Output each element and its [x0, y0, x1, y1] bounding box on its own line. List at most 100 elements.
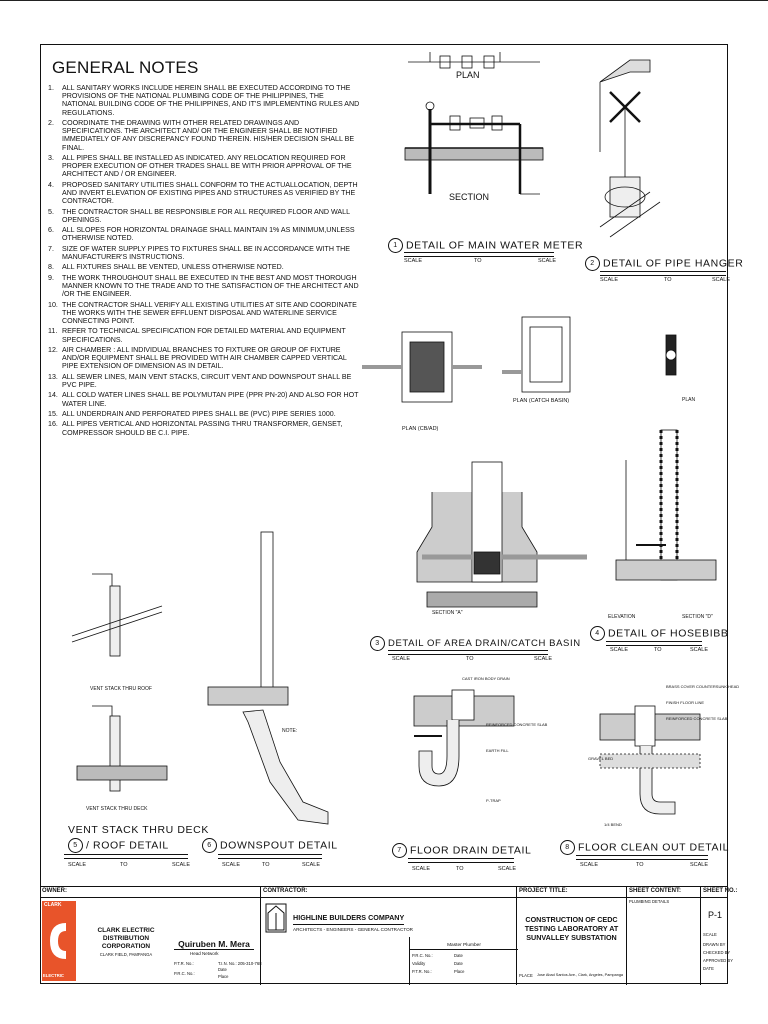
plumber-place: Place: [454, 969, 465, 974]
contractor-heading: CONTRACTOR:: [263, 888, 308, 894]
general-note-5: 5.THE CONTRACTOR SHALL BE RESPONSIBLE FO…: [48, 208, 360, 224]
detail-8-number: 8: [560, 840, 575, 855]
general-note-1: 1.ALL SANITARY WORKS INCLUDE HEREIN SHAL…: [48, 84, 360, 117]
detail-4-underline: [606, 641, 702, 646]
plumber-ptr: P.T.R. No.:: [412, 969, 432, 974]
general-note-number: 9.: [48, 273, 54, 282]
detail-8-underline: [576, 855, 708, 860]
project-title-line-3: SUNVALLEY SUBSTATION: [526, 933, 617, 942]
section-a-label: SECTION "A": [432, 610, 463, 616]
general-note-text: PROPOSED SANITARY UTILITIES SHALL CONFOR…: [62, 180, 358, 206]
detail-2-underline: [600, 271, 726, 276]
floor-drain-ptrap-label: P-TRAP: [486, 798, 501, 803]
general-note-9: 9. THE WORK THROUGHOUT SHALL BE EXECUTED …: [48, 274, 360, 299]
owner-tin: T.I.N. No.: 205-310-768: [218, 961, 262, 966]
general-note-7: 7. SIZE OF WATER SUPPLY PIPES TO FIXTURES…: [48, 245, 360, 261]
general-note-number: 14.: [48, 391, 58, 400]
tb-date-label: DATE: [703, 966, 714, 971]
downspout-drawing: [207, 531, 329, 825]
plan-catch-basin-label: PLAN (CATCH BASIN): [513, 398, 570, 404]
detail-5-underline: [64, 854, 188, 859]
detail-3-to: TO: [466, 656, 474, 662]
general-note-6: 6.ALL SLOPES FOR HORIZONTAL DRAINAGE SHA…: [48, 226, 360, 242]
detail-7-scale: SCALE: [412, 866, 431, 872]
logo-text-bottom: ELECTRIC: [43, 973, 64, 978]
detail-3-scale: SCALE: [392, 656, 411, 662]
detail-6-title-text: DOWNSPOUT DETAIL: [220, 839, 338, 852]
sheet-number: P-1: [707, 910, 722, 920]
detail-6-scale-end: SCALE: [302, 862, 321, 868]
project-heading: PROJECT TITLE:: [519, 888, 568, 894]
general-note-text: ALL SEWER LINES, MAIN VENT STACKS, CIRCU…: [62, 372, 352, 389]
general-note-number: 3.: [48, 154, 54, 162]
owner-name: CLARK ELECTRIC DISTRIBUTION CORPORATION …: [80, 927, 172, 959]
floor-drain-earth-label: EARTH FILL: [486, 748, 509, 753]
owner-person-name: Quiruben M. Mera: [174, 939, 254, 950]
contractor-cell: CONTRACTOR: HIGHLINE BUILDERS COMPANY AR…: [260, 887, 518, 985]
general-note-number: 5.: [48, 207, 54, 216]
detail-2-number: 2: [585, 256, 600, 271]
vent-stack-deck-caption: VENT STACK THRU DECK: [86, 806, 148, 812]
vent-stack-roof-caption: VENT STACK THRU ROOF: [90, 686, 152, 692]
general-note-text: SIZE OF WATER SUPPLY PIPES TO FIXTURES S…: [62, 244, 351, 261]
vent-stack-drawing: [71, 573, 168, 792]
master-plumber-box: Master Plumber P.R.C. No.: Validity P.T.…: [409, 937, 518, 985]
general-note-text: ALL PIPES SHALL BE INSTALLED AS INDICATE…: [62, 154, 352, 179]
detail-6-scale: SCALE: [222, 862, 241, 868]
detail-1-scale-end: SCALE: [538, 258, 557, 264]
detail-5-to: TO: [120, 862, 128, 868]
general-note-12: 12. AIR CHAMBER : ALL INDIVIDUAL BRANCHES…: [48, 346, 360, 371]
detail-7-number: 7: [392, 843, 407, 858]
general-note-11: 11.REFER TO TECHNICAL SPECIFICATION FOR …: [48, 327, 360, 343]
general-note-number: 7.: [48, 244, 54, 253]
general-note-10: 10.THE CONTRACTOR SHALL VERIFY ALL EXIST…: [48, 301, 360, 326]
project-title: CONSTRUCTION OF CEDC TESTING LABORATORY …: [517, 915, 626, 942]
detail-5-scale-end: SCALE: [172, 862, 191, 868]
detail-4-title-text: DETAIL OF HOSEBIBB: [608, 627, 729, 640]
downspout-note: NOTE:: [282, 728, 298, 734]
detail-5-number: 5: [68, 838, 83, 853]
sheet-content-heading: SHEET CONTENT:: [629, 888, 682, 894]
catch-basin-drawing: [362, 316, 587, 608]
owner-name-line-2: DISTRIBUTION CORPORATION: [101, 935, 151, 950]
general-notes-title: GENERAL NOTES: [52, 58, 199, 77]
tb-checked-label: CHECKED BY: [703, 950, 731, 955]
general-note-text: AIR CHAMBER : ALL INDIVIDUAL BRANCHES TO…: [62, 345, 347, 371]
logo-text-top: CLARK: [44, 902, 62, 908]
general-notes-list: 1.ALL SANITARY WORKS INCLUDE HEREIN SHAL…: [48, 84, 360, 439]
general-note-number: 1.: [48, 84, 54, 92]
cleanout-slab-label: REINFORCED CONCRETE SLAB: [666, 716, 728, 721]
general-note-text: ALL PIPES VERTICAL AND HORIZONTAL PASSIN…: [62, 420, 343, 437]
detail-5-title-line-1: VENT STACK THRU DECK: [68, 824, 209, 836]
general-note-number: 12.: [48, 345, 58, 354]
hosebibb-plan-label: PLAN: [682, 397, 696, 403]
contractor-subtitle: ARCHITECTS - ENGINEERS - GENERAL CONTRAC…: [293, 927, 413, 932]
plan-cb-label: PLAN (CB/AD): [402, 426, 439, 432]
owner-ptr: P.T.R. No.:: [174, 961, 194, 966]
general-note-text: COORDINATE THE DRAWING WITH OTHER RELATE…: [62, 119, 355, 152]
general-note-number: 13.: [48, 372, 58, 381]
plumber-validity: Validity: [412, 961, 426, 966]
floor-drain-slab-label: REINFORCED CONCRETE SLAB: [486, 722, 548, 727]
hosebibb-section-d-label: SECTION "D": [682, 614, 713, 620]
floor-drain-cast-iron-label: CAST IRON BODY DRAIN: [462, 676, 510, 681]
project-cell: PROJECT TITLE: CONSTRUCTION OF CEDC TEST…: [516, 887, 626, 985]
general-note-4: 4. PROPOSED SANITARY UTILITIES SHALL CONF…: [48, 181, 360, 206]
general-note-text: ALL FIXTURES SHALL BE VENTED, UNLESS OTH…: [62, 263, 284, 272]
plumber-date-2: Date: [454, 961, 463, 966]
detail-2-scale: SCALE: [600, 277, 619, 283]
highline-logo: [265, 903, 287, 933]
general-note-text: THE WORK THROUGHOUT SHALL BE EXECUTED IN…: [62, 273, 359, 299]
owner-heading: OWNER:: [42, 888, 67, 894]
general-note-number: 4.: [48, 180, 54, 189]
project-title-line-1: CONSTRUCTION OF CEDC: [525, 915, 618, 924]
general-note-number: 10.: [48, 300, 58, 309]
general-note-8: 8.ALL FIXTURES SHALL BE VENTED, UNLESS O…: [48, 263, 360, 271]
detail-4-to: TO: [654, 647, 662, 653]
floor-drain-drawing: [413, 689, 515, 787]
